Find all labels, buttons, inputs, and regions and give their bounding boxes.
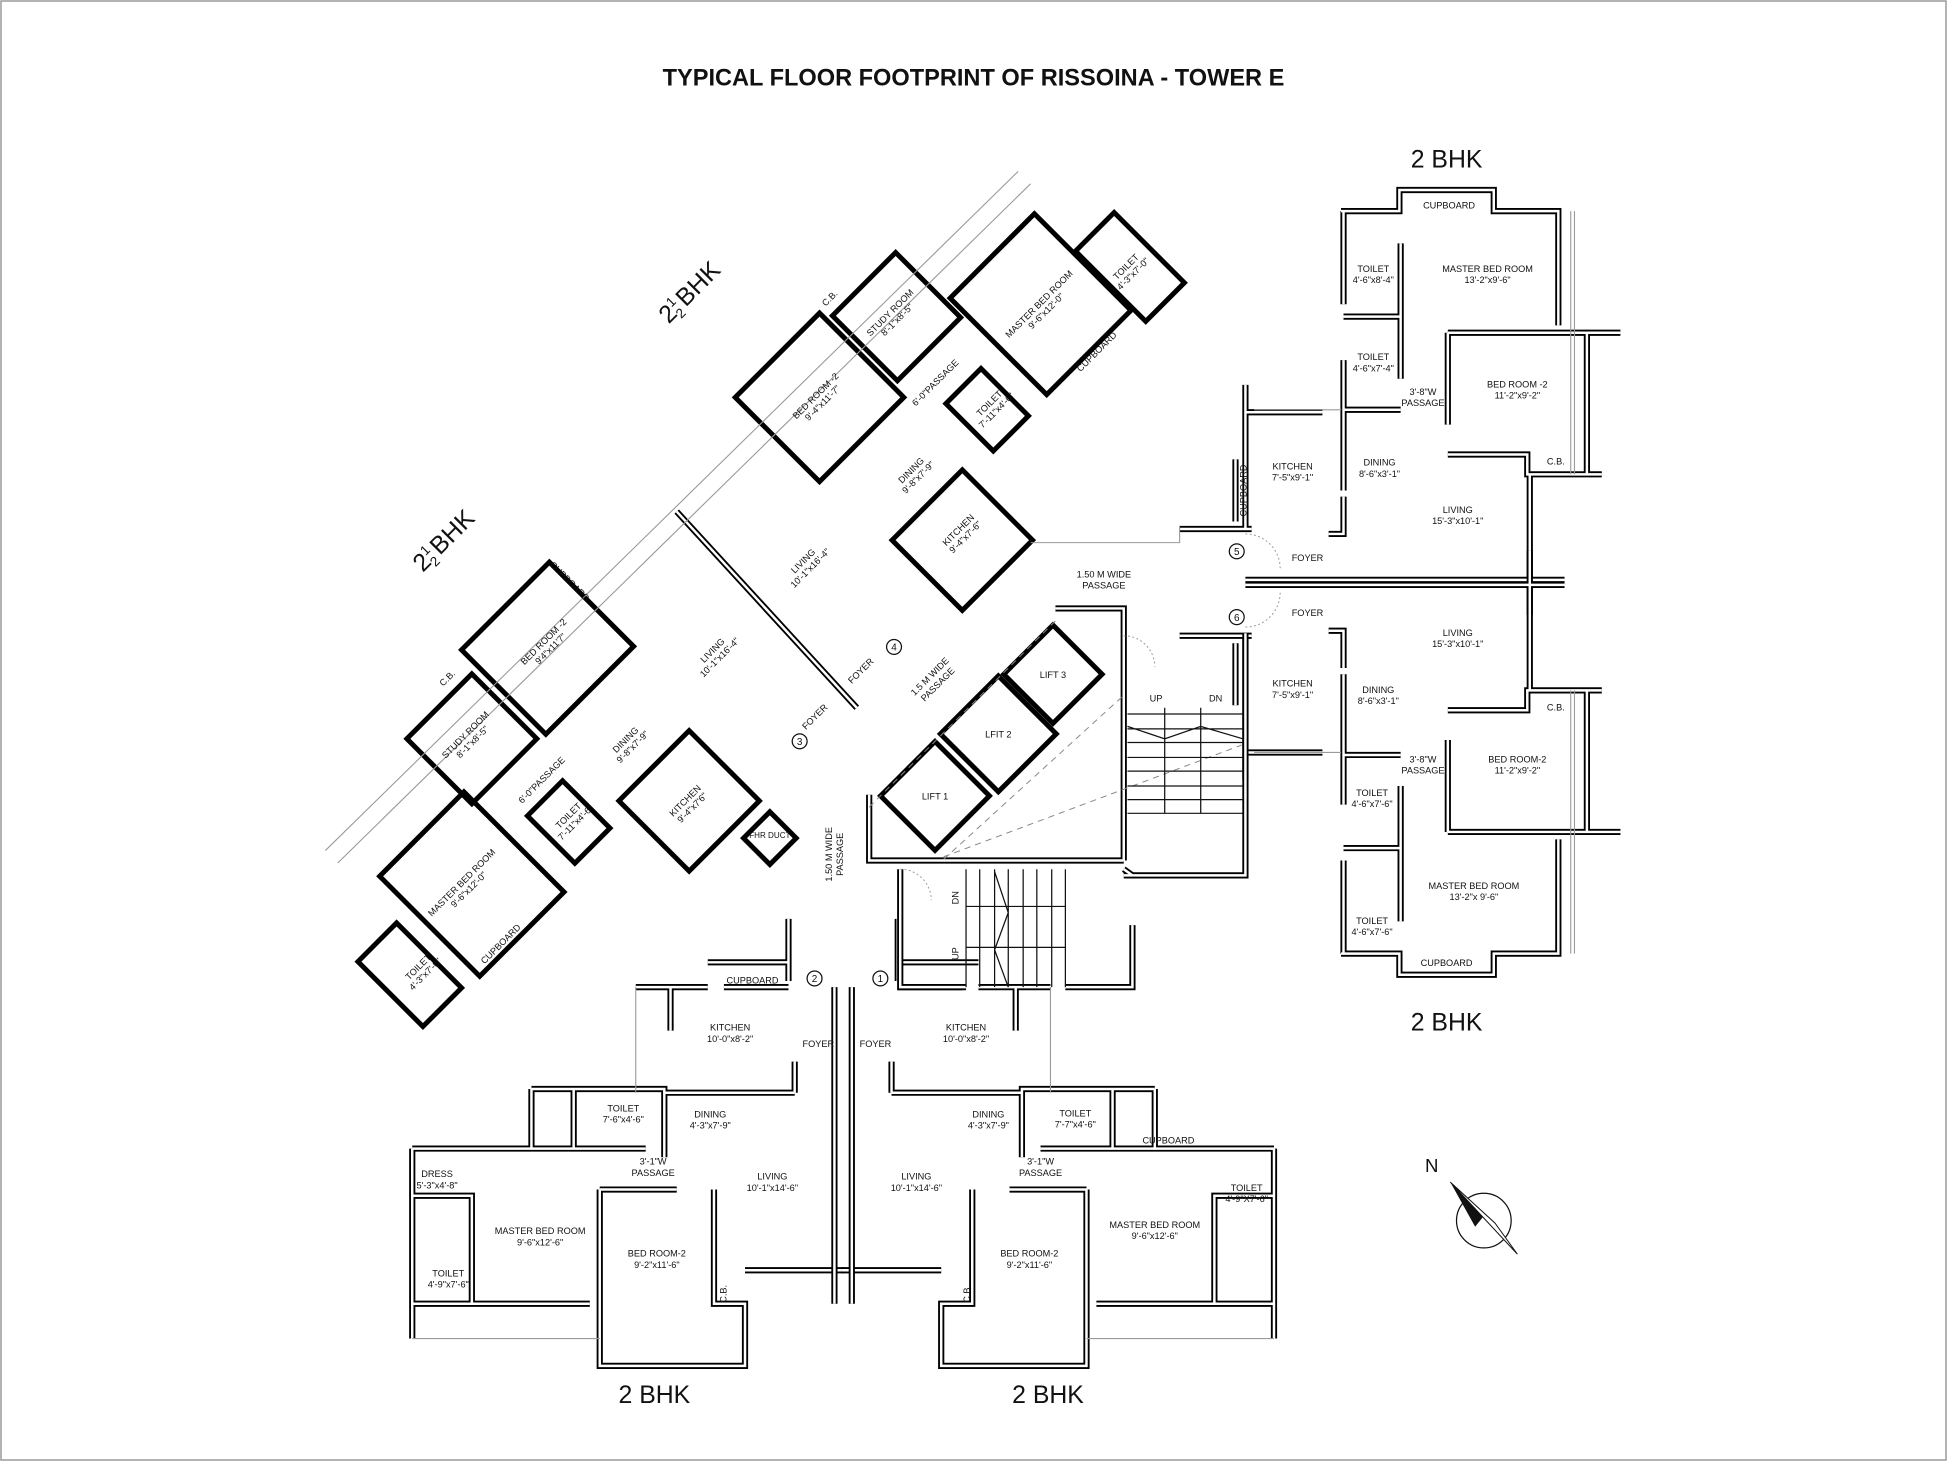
entrance-number: 6 [1234, 613, 1240, 624]
north-arrow-icon: N [1425, 1155, 1518, 1255]
lift-label: LIFT 3 [1040, 670, 1066, 680]
room-label: C.B. [1547, 702, 1565, 712]
lift-label: LIFT 1 [922, 792, 948, 802]
entrance-marker [872, 970, 889, 987]
window-lines [324, 170, 1576, 1340]
room-label: FOYER [860, 1039, 892, 1049]
room-label: C.B. [718, 1285, 728, 1303]
entrance-marker [1228, 543, 1245, 560]
room-label: C.B. [962, 1285, 972, 1303]
page-title: TYPICAL FLOOR FOOTPRINT OF RISSOINA - TO… [663, 65, 1285, 91]
room-label: FOYER [1292, 608, 1324, 618]
room-label: C.B. [1547, 456, 1565, 466]
entrance-marker [1228, 609, 1245, 626]
unit-label: 2 BHK [1012, 1382, 1084, 1409]
room-label: FOYER [802, 1039, 834, 1049]
entrance-number: 2 [812, 974, 818, 985]
entrance-number: 3 [797, 737, 803, 748]
room-label: CUPBOARD [1142, 1136, 1194, 1146]
entrance-number: 5 [1234, 547, 1240, 558]
room-label: CUPBOARD [1421, 958, 1473, 968]
room-label: FOYER [1292, 553, 1324, 563]
lower-staircase: DN UP [951, 869, 1066, 988]
duct-label: FHR DUCT [749, 831, 790, 840]
entrance-marker [791, 733, 808, 750]
room-label: CUPBOARD [1423, 201, 1475, 211]
stair-down-label: DN [1209, 694, 1222, 704]
stair-up-label: UP [1150, 694, 1163, 704]
unit-label: 2 BHK [1411, 147, 1483, 174]
stair-down-label: DN [951, 891, 961, 904]
walls [354, 190, 1620, 1366]
stair-up-label: UP [951, 947, 961, 960]
lift-label: LFIT 2 [985, 730, 1011, 740]
entrance-number: 4 [891, 643, 897, 654]
north-label: N [1425, 1155, 1438, 1176]
unit-label: 2 BHK [1411, 1010, 1483, 1037]
room-label: CUPBOARD [1239, 464, 1249, 516]
room-label: CUPBOARD [726, 975, 778, 985]
entrance-number: 1 [878, 974, 884, 985]
main-staircase: UP DN [1127, 694, 1244, 814]
unit-label: 2 BHK [618, 1382, 690, 1409]
entrance-marker [806, 970, 823, 987]
passage-label: 1.50 M WIDEPASSAGE [824, 827, 845, 882]
entrance-marker [885, 638, 903, 655]
